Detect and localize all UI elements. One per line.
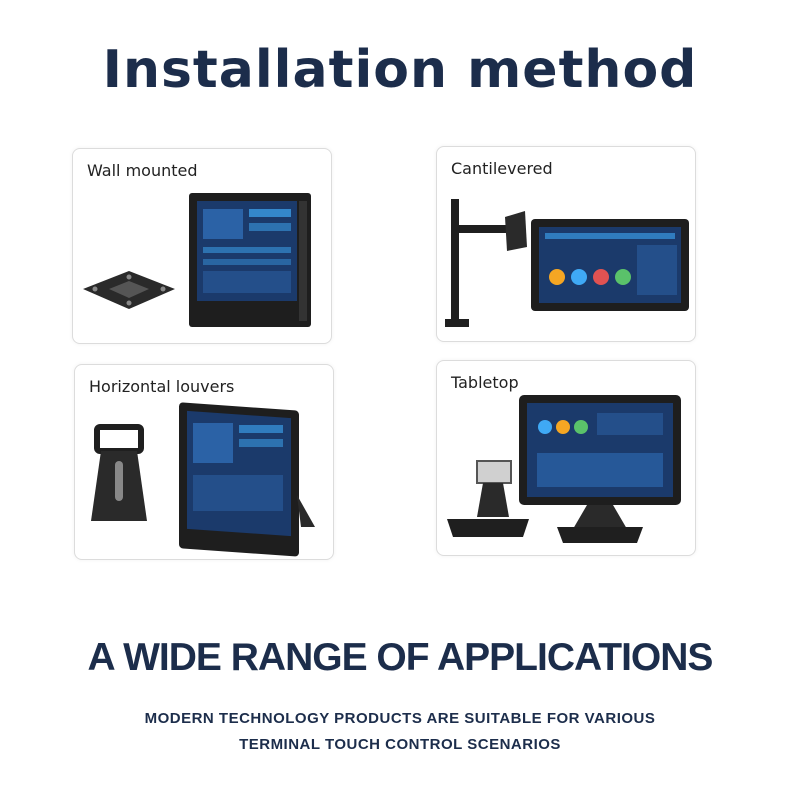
card-tabletop: Tabletop bbox=[436, 360, 696, 556]
louver-bracket bbox=[94, 424, 144, 454]
wall-mounted-illustration bbox=[83, 193, 311, 327]
subtitle-line-2: TERMINAL TOUCH CONTROL SCENARIOS bbox=[239, 736, 561, 753]
page-title: Installation method bbox=[102, 40, 698, 100]
horizontal-louvers-illustration bbox=[91, 402, 315, 557]
tabletop-illustration bbox=[447, 395, 681, 543]
arm-pole bbox=[451, 199, 459, 325]
card-wall-mounted: Wall mounted bbox=[72, 148, 332, 344]
card-horizontal-louvers: Horizontal louvers bbox=[74, 364, 334, 560]
vesa-plate bbox=[476, 460, 512, 484]
card-label: Cantilevered bbox=[451, 159, 553, 178]
card-label: Wall mounted bbox=[87, 161, 198, 180]
card-label: Horizontal louvers bbox=[89, 377, 235, 396]
stand-base bbox=[447, 519, 529, 537]
cantilevered-illustration bbox=[445, 199, 689, 327]
card-cantilevered: Cantilevered bbox=[436, 146, 696, 342]
headline: A WIDE RANGE OF APPLICATIONS bbox=[87, 636, 714, 679]
arm-bar bbox=[457, 225, 515, 233]
subtitle-line-1: MODERN TECHNOLOGY PRODUCTS ARE SUITABLE … bbox=[144, 710, 656, 727]
card-label: Tabletop bbox=[451, 373, 519, 392]
